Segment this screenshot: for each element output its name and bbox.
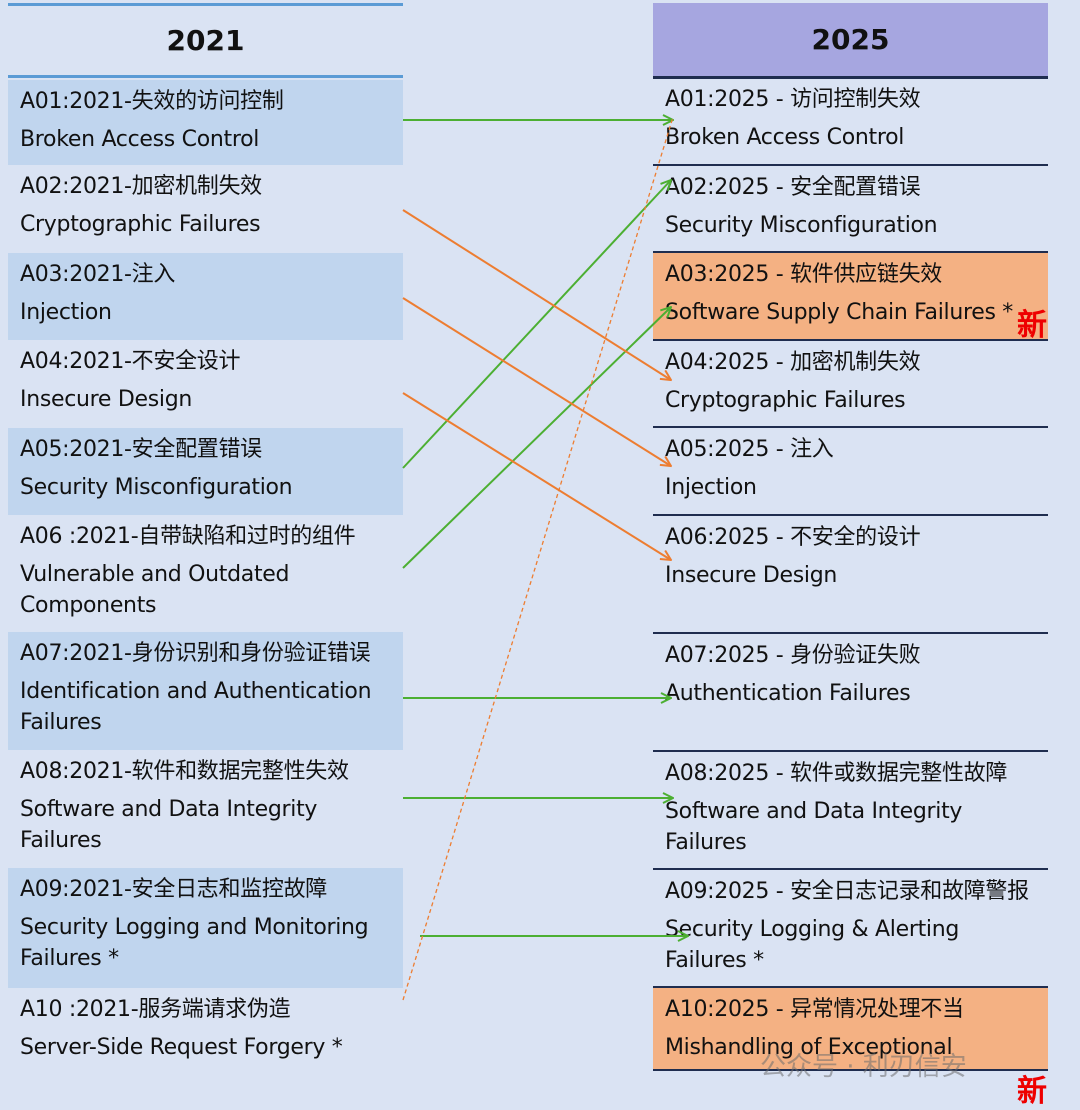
item-name: Security Logging & Alerting Failures * — [665, 917, 960, 973]
item-code: A04:2021-不安全设计 — [20, 349, 241, 374]
item-code: A02:2025 - 安全配置错误 — [665, 175, 921, 200]
item-name: Software and Data Integrity Failures — [665, 799, 963, 855]
item-code: A10 :2021-服务端请求伪造 — [20, 997, 291, 1022]
item-name: Cryptographic Failures — [20, 212, 261, 237]
left-item-2: A02:2021-加密机制失效 Cryptographic Failures — [8, 165, 403, 253]
item-code: A02:2021-加密机制失效 — [20, 174, 262, 199]
left-item-8: A08:2021-软件和数据完整性失效 Software and Data Int… — [8, 750, 403, 868]
item-name: Server-Side Request Forgery * — [20, 1035, 343, 1060]
arrow-a03-to-a05 — [402, 297, 671, 466]
item-code: A09:2021-安全日志和监控故障 — [20, 877, 327, 902]
new-badge: 新 — [1017, 1074, 1047, 1109]
right-item-6: A06:2025 - 不安全的设计 Insecure Design — [653, 516, 1048, 634]
right-item-10: A10:2025 - 异常情况处理不当 Mishandling of Except… — [653, 988, 1048, 1071]
item-name: Injection — [20, 300, 112, 325]
left-item-7: A07:2021-身份识别和身份验证错误 Identification and A… — [8, 632, 403, 750]
left-item-4: A04:2021-不安全设计 Insecure Design — [8, 340, 403, 428]
item-code: A03:2021-注入 — [20, 262, 176, 287]
watermark: 公众号 · 利刃信安 — [760, 1052, 967, 1082]
item-code: A01:2021-失效的访问控制 — [20, 89, 284, 114]
item-name: Mishandling of Exceptional — [665, 1035, 953, 1060]
right-item-4: A04:2025 - 加密机制失效 Cryptographic Failures — [653, 341, 1048, 428]
item-name: Cryptographic Failures — [665, 388, 906, 413]
item-name: Injection — [665, 475, 757, 500]
item-code: A05:2025 - 注入 — [665, 437, 834, 462]
left-item-3: A03:2021-注入 Injection — [8, 253, 403, 340]
header-2025: 2025 — [653, 3, 1048, 79]
item-name: Broken Access Control — [665, 125, 905, 150]
item-name: Security Logging and Monitoring Failures… — [20, 915, 369, 971]
item-code: A09:2025 - 安全日志记录和故障警报 — [665, 879, 1029, 904]
item-code: A08:2025 - 软件或数据完整性故障 — [665, 761, 1008, 786]
right-item-1: A01:2025 - 访问控制失效 Broken Access Control — [653, 78, 1048, 166]
right-item-7: A07:2025 - 身份验证失败 Authentication Failures — [653, 634, 1048, 752]
left-item-10: A10 :2021-服务端请求伪造 Server-Side Request For… — [8, 988, 403, 1060]
item-name: Software Supply Chain Failures * — [665, 300, 1014, 325]
item-name: Broken Access Control — [20, 127, 260, 152]
item-code: A04:2025 - 加密机制失效 — [665, 350, 921, 375]
left-item-6: A06 :2021-自带缺陷和过时的组件 Vulnerable and Outda… — [8, 515, 403, 632]
item-code: A06 :2021-自带缺陷和过时的组件 — [20, 524, 356, 549]
arrow-a10-to-a01-dashed — [402, 116, 674, 1001]
right-item-8: A08:2025 - 软件或数据完整性故障 Software and Data I… — [653, 752, 1048, 870]
item-name: Authentication Failures — [665, 681, 911, 706]
right-item-3: A03:2025 - 软件供应链失效 Software Supply Chain … — [653, 253, 1048, 341]
item-name: Software and Data Integrity Failures — [20, 797, 318, 853]
item-name: Insecure Design — [20, 387, 193, 412]
item-code: A06:2025 - 不安全的设计 — [665, 525, 921, 550]
item-code: A07:2025 - 身份验证失败 — [665, 643, 921, 668]
item-name: Identification and Authentication Failur… — [20, 679, 372, 735]
right-item-5: A05:2025 - 注入 Injection — [653, 428, 1048, 516]
left-item-9: A09:2021-安全日志和监控故障 Security Logging and M… — [8, 868, 403, 988]
left-item-1: A01:2021-失效的访问控制 Broken Access Control — [8, 80, 403, 165]
item-name: Security Misconfiguration — [20, 475, 293, 500]
item-code: A10:2025 - 异常情况处理不当 — [665, 997, 964, 1022]
arrow-a04-to-a06 — [402, 392, 671, 560]
item-code: A08:2021-软件和数据完整性失效 — [20, 759, 349, 784]
item-name: Vulnerable and Outdated Components — [20, 562, 290, 618]
header-2021: 2021 — [8, 3, 403, 78]
item-code: A05:2021-安全配置错误 — [20, 437, 262, 462]
item-code: A07:2021-身份识别和身份验证错误 — [20, 641, 371, 666]
item-name: Insecure Design — [665, 563, 838, 588]
item-code: A03:2025 - 软件供应链失效 — [665, 262, 942, 287]
item-code: A01:2025 - 访问控制失效 — [665, 87, 921, 112]
right-item-2: A02:2025 - 安全配置错误 Security Misconfigurati… — [653, 166, 1048, 253]
right-item-9: A09:2025 - 安全日志记录和故障警报 Security Logging &… — [653, 870, 1048, 988]
new-badge: 新 — [1017, 308, 1047, 343]
item-name: Security Misconfiguration — [665, 213, 938, 238]
arrow-a06-to-a03 — [402, 307, 671, 569]
left-item-5: A05:2021-安全配置错误 Security Misconfiguration — [8, 428, 403, 515]
arrow-a02-to-a04 — [402, 209, 671, 380]
